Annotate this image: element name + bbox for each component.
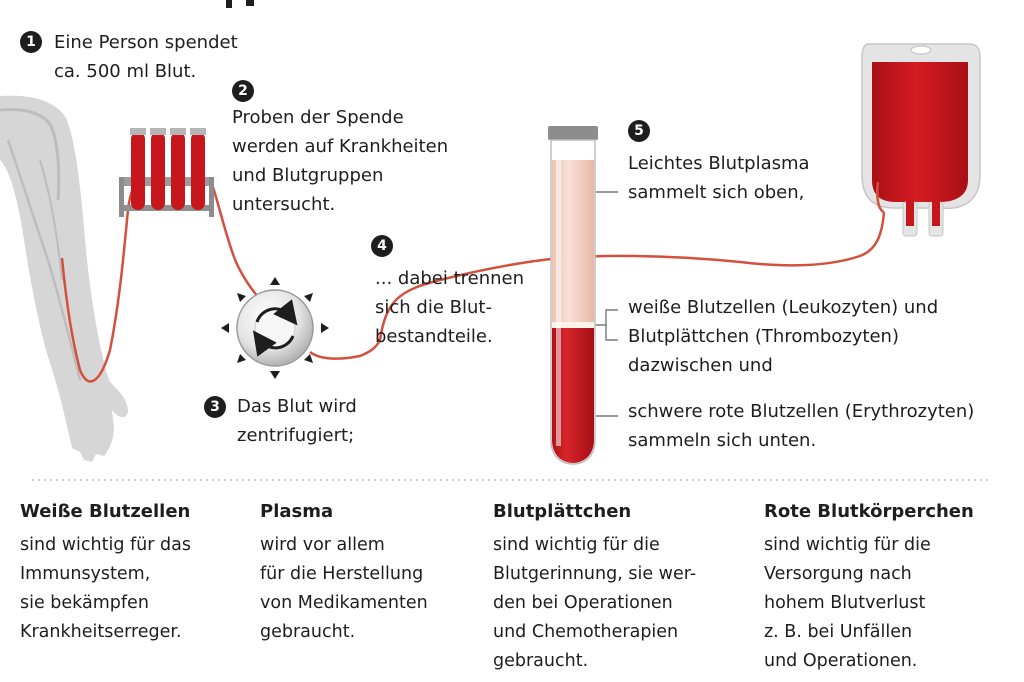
tube-leader-lines — [596, 191, 618, 417]
blood-bag — [861, 43, 981, 237]
step-number-3: 3 — [204, 396, 226, 418]
step-3-text: Das Blut wird zentrifugiert; — [237, 396, 357, 446]
info-column-white-cells: Weiße Blutzellen sind wichtig für das Im… — [20, 498, 255, 647]
step-number-2: 2 — [232, 80, 254, 102]
red-cell-layer — [552, 328, 594, 463]
rotation-arrow-icon — [252, 330, 295, 357]
column-body: sind wichtig für das Immunsystem, sie be… — [20, 535, 191, 642]
sample-tube — [190, 128, 206, 210]
sample-tube — [170, 128, 186, 210]
step-number-1: 1 — [20, 31, 42, 53]
step-1-text: Eine Person spendet ca. 500 ml Blut. — [54, 32, 238, 82]
rotation-arrow-icon — [255, 299, 298, 326]
column-body: sind wichtig für die Blutgerinnung, sie … — [493, 535, 697, 671]
step-number-4: 4 — [371, 235, 393, 257]
column-title: Blutplättchen — [493, 501, 632, 522]
column-body: sind wichtig für die Versorgung nach hoh… — [764, 535, 931, 671]
info-column-red-cells: Rote Blutkörperchen sind wichtig für die… — [764, 498, 1014, 676]
column-body: wird vor allem für die Herstellung von M… — [260, 535, 428, 642]
header-fragment — [226, 0, 254, 8]
step-5-text: Leichtes Blutplasma sammelt sich oben, — [628, 153, 810, 203]
column-title: Plasma — [260, 501, 334, 522]
buffy-coat-layer — [552, 322, 594, 328]
centrifuge — [221, 277, 329, 379]
info-column-platelets: Blutplättchen sind wichtig für die Blutg… — [493, 498, 728, 676]
step-4-text: ... dabei trennen sich die Blut- bestand… — [375, 268, 525, 347]
separated-blood-tube — [548, 126, 598, 465]
tube-label-middle: weiße Blutzellen (Leukozyten) und Blutpl… — [628, 297, 939, 376]
info-column-plasma: Plasma wird vor allem für die Herstellun… — [260, 498, 495, 647]
sample-tube — [130, 128, 146, 210]
step-number-5: 5 — [628, 120, 650, 142]
sample-tube-rack — [119, 128, 214, 217]
step-2-text: Proben der Spende werden auf Krankheiten… — [232, 107, 449, 215]
column-title: Rote Blutkörperchen — [764, 501, 974, 522]
tubing-line — [60, 176, 886, 383]
motion-arrows-icon — [221, 277, 329, 379]
sample-tube — [150, 128, 166, 210]
column-title: Weiße Blutzellen — [20, 501, 191, 522]
tube-label-bottom: schwere rote Blutzellen (Erythrozyten) s… — [628, 401, 975, 451]
